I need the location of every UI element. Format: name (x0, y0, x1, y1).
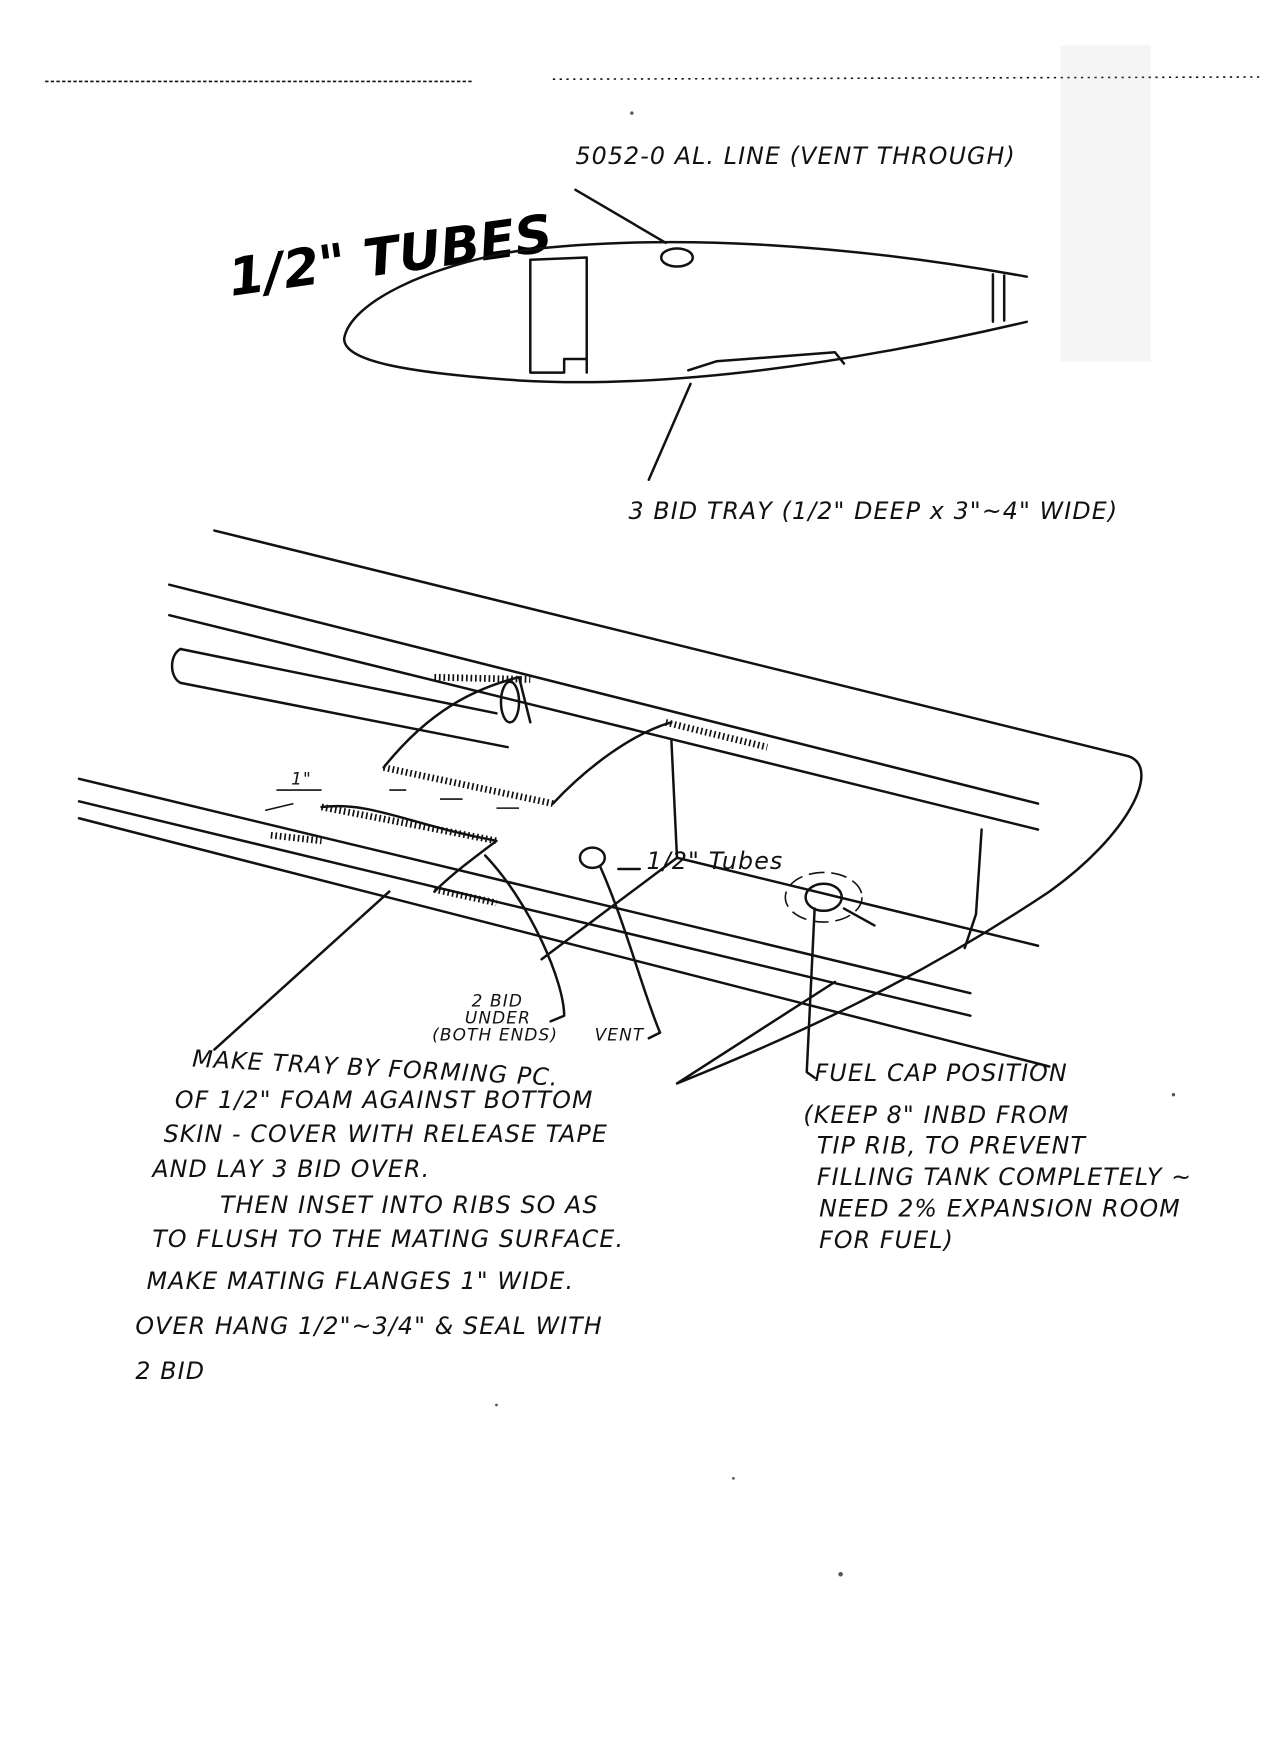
two-bid-label: 2 BID (472, 991, 523, 1011)
wing-perspective-drawing (77, 529, 1143, 1085)
note-line: FILLING TANK COMPLETELY ~ (817, 1163, 1192, 1191)
tubes-label: 1/2" Tubes (647, 847, 784, 875)
two-bid-label: (BOTH ENDS) (432, 1025, 558, 1045)
instruction-line: THEN INSET INTO RIBS SO AS (220, 1191, 599, 1219)
two-bid-label: UNDER (465, 1008, 531, 1028)
instruction-line: AND LAY 3 BID OVER. (150, 1155, 430, 1183)
tube-fitting-icon (578, 846, 607, 870)
fuel-cap-notes: FUEL CAP POSITION (KEEP 8" INBD FROM TIP… (803, 1059, 1192, 1254)
note-line: TIP RIB, TO PREVENT (817, 1131, 1087, 1159)
instruction-line: OF 1/2" FOAM AGAINST BOTTOM (175, 1086, 594, 1114)
vent-tube-icon (659, 247, 695, 268)
vent-line-label: 5052-0 AL. LINE (VENT THROUGH) (575, 142, 1015, 170)
instruction-line: TO FLUSH TO THE MATING SURFACE. (152, 1225, 624, 1253)
scan-specks (495, 111, 1176, 1577)
note-line: NEED 2% EXPANSION ROOM (819, 1195, 1181, 1223)
leader-line (574, 188, 667, 245)
leader-line (647, 382, 692, 482)
scan-artifact-strip (45, 45, 1264, 362)
note-line: (KEEP 8" INBD FROM (803, 1101, 1069, 1129)
tray-label: 3 BID TRAY (1/2" DEEP x 3"~4" WIDE) (628, 497, 1118, 525)
airfoil-cross-section (342, 188, 1029, 482)
vent-label: VENT (595, 1025, 645, 1045)
instruction-line: MAKE MATING FLANGES 1" WIDE. (147, 1267, 575, 1295)
note-line: FOR FUEL) (819, 1226, 954, 1254)
instruction-line: OVER HANG 1/2"~3/4" & SEAL WITH (135, 1312, 602, 1340)
instruction-line: 2 BID (135, 1357, 205, 1385)
note-line: FUEL CAP POSITION (815, 1059, 1068, 1087)
instruction-line: SKIN - COVER WITH RELEASE TAPE (164, 1120, 608, 1148)
title: 1/2" TUBES (225, 204, 556, 309)
dimension-label: 1" (291, 768, 312, 788)
fuel-cap-icon (784, 871, 863, 923)
tray-instructions: MAKE TRAY BY FORMING PC. OF 1/2" FOAM AG… (135, 1045, 624, 1386)
instruction-line: MAKE TRAY BY FORMING PC. (192, 1045, 560, 1092)
